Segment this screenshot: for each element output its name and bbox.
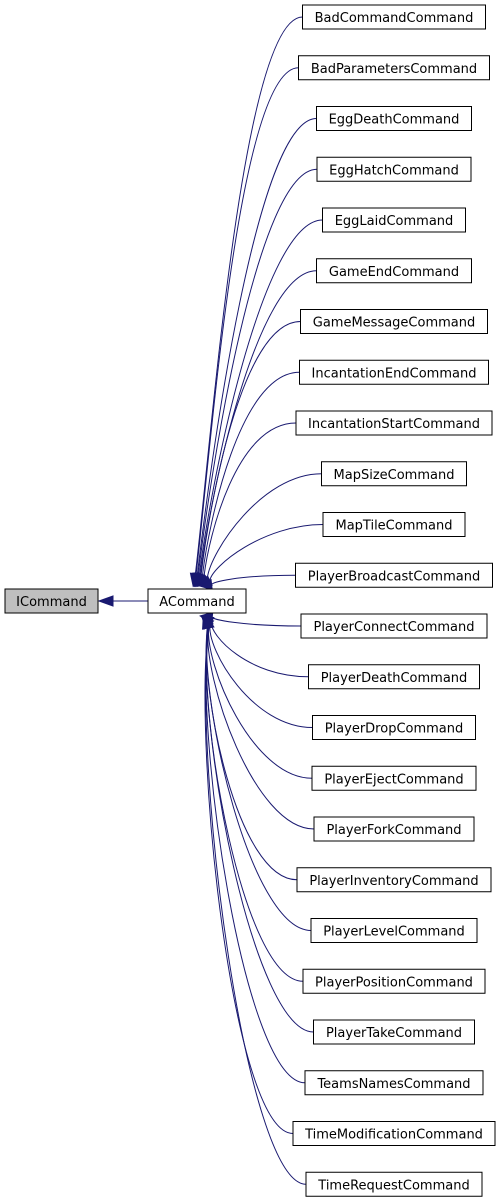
node-egg-laid-command[interactable]: EggLaidCommand [322, 207, 466, 233]
node-player-fork-command[interactable]: PlayerForkCommand [313, 816, 475, 842]
edge-teams-names-command [202, 614, 306, 1084]
node-egg-death-command-label: EggDeathCommand [329, 113, 460, 128]
node-incantation-start-command-label: IncantationStartCommand [308, 417, 480, 432]
node-icommand[interactable]: ICommand [4, 588, 99, 614]
node-teams-names-command-label: TeamsNamesCommand [316, 1077, 470, 1092]
node-map-size-command[interactable]: MapSizeCommand [321, 461, 467, 487]
node-time-request-command-label: TimeRequestCommand [317, 1178, 469, 1193]
node-bad-parameters-command[interactable]: BadParametersCommand [298, 55, 490, 81]
edge-bad-command-command [189, 16, 303, 588]
node-incantation-end-command[interactable]: IncantationEndCommand [299, 359, 489, 385]
node-bad-command-command[interactable]: BadCommandCommand [302, 4, 486, 30]
node-icommand-label: ICommand [16, 595, 87, 610]
node-game-message-command-label: GameMessageCommand [313, 316, 476, 331]
node-bad-parameters-command-label: BadParametersCommand [311, 62, 477, 77]
edges [189, 16, 324, 1185]
derived-nodes: BadCommandCommandBadParametersCommandEgg… [292, 4, 496, 1197]
node-player-position-command[interactable]: PlayerPositionCommand [302, 968, 486, 994]
node-teams-names-command[interactable]: TeamsNamesCommand [304, 1070, 484, 1096]
edge-player-death-command [199, 615, 309, 678]
node-player-position-command-label: PlayerPositionCommand [315, 975, 473, 990]
node-player-drop-command-label: PlayerDropCommand [325, 722, 464, 737]
node-game-end-command[interactable]: GameEndCommand [316, 258, 472, 284]
node-player-death-command[interactable]: PlayerDeathCommand [308, 664, 480, 690]
edge-player-inventory-command [202, 614, 298, 881]
node-time-request-command[interactable]: TimeRequestCommand [305, 1171, 483, 1197]
edge-incantation-end-command [196, 371, 300, 588]
edge-egg-hatch-command [192, 168, 318, 588]
node-time-modification-command[interactable]: TimeModificationCommand [292, 1121, 496, 1146]
node-player-level-command[interactable]: PlayerLevelCommand [310, 918, 478, 943]
node-player-fork-command-label: PlayerForkCommand [326, 823, 461, 838]
node-player-eject-command[interactable]: PlayerEjectCommand [311, 765, 477, 791]
node-bad-command-command-label: BadCommandCommand [315, 11, 474, 26]
node-game-end-command-label: GameEndCommand [329, 265, 459, 280]
node-egg-hatch-command[interactable]: EggHatchCommand [316, 156, 472, 182]
node-incantation-end-command-label: IncantationEndCommand [312, 366, 477, 381]
edge-player-drop-command [200, 615, 313, 728]
node-map-tile-command-label: MapTileCommand [335, 519, 452, 534]
node-egg-hatch-command-label: EggHatchCommand [329, 163, 459, 178]
node-map-tile-command[interactable]: MapTileCommand [322, 512, 466, 537]
node-incantation-start-command[interactable]: IncantationStartCommand [295, 410, 493, 436]
node-egg-laid-command-label: EggLaidCommand [335, 214, 454, 229]
edge-game-message-command [195, 321, 301, 588]
node-player-take-command-label: PlayerTakeCommand [326, 1026, 462, 1041]
edge-time-request-command [203, 614, 307, 1185]
node-player-take-command[interactable]: PlayerTakeCommand [313, 1019, 475, 1045]
node-player-connect-command[interactable]: PlayerConnectCommand [300, 613, 488, 639]
edge-player-connect-command [199, 611, 302, 627]
node-egg-death-command[interactable]: EggDeathCommand [316, 106, 472, 131]
edge-egg-death-command [191, 118, 317, 588]
edge-acommand-to-icommand [97, 595, 148, 607]
edge-player-position-command [202, 614, 304, 982]
node-player-level-command-label: PlayerLevelCommand [323, 925, 465, 940]
edge-player-broadcast-command [198, 574, 296, 591]
node-player-inventory-command[interactable]: PlayerInventoryCommand [296, 867, 492, 893]
node-acommand[interactable]: ACommand [147, 588, 247, 614]
node-game-message-command[interactable]: GameMessageCommand [300, 309, 488, 334]
node-player-connect-command-label: PlayerConnectCommand [313, 620, 474, 635]
edge-player-take-command [202, 614, 314, 1033]
node-map-size-command-label: MapSizeCommand [334, 468, 455, 483]
node-acommand-label: ACommand [159, 595, 234, 610]
node-player-eject-command-label: PlayerEjectCommand [324, 772, 463, 787]
node-player-broadcast-command[interactable]: PlayerBroadcastCommand [295, 562, 493, 588]
node-player-inventory-command-label: PlayerInventoryCommand [309, 874, 478, 889]
node-player-death-command-label: PlayerDeathCommand [321, 671, 468, 686]
node-player-drop-command[interactable]: PlayerDropCommand [312, 715, 476, 740]
edge-player-level-command [202, 614, 312, 931]
node-player-broadcast-command-label: PlayerBroadcastCommand [308, 569, 480, 584]
node-time-modification-command-label: TimeModificationCommand [304, 1128, 483, 1143]
